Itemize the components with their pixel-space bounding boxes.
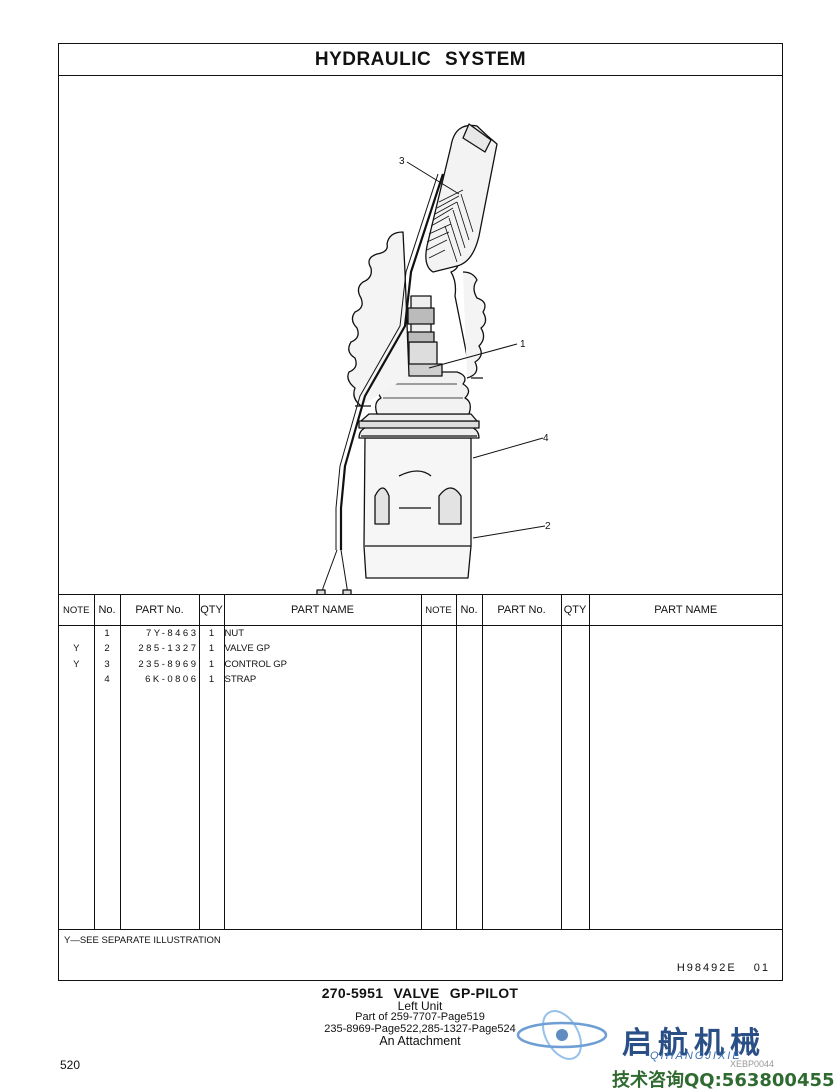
column-part-no-right: [482, 625, 562, 930]
column-qty-right: [561, 625, 590, 930]
parts-table: NOTE No. PART No. QTY PART NAME NOTE No.…: [59, 594, 782, 930]
table-row-note: Y: [73, 643, 80, 655]
caption-page-refs: 235-8969-Page522,285-1327-Page524: [324, 1023, 516, 1035]
table-row-no: 3: [104, 658, 110, 670]
table-row-name: NUT: [224, 628, 245, 639]
callout-1: 1: [520, 339, 526, 350]
table-row-qty: 1: [208, 673, 215, 685]
callout-3: 3: [399, 156, 405, 167]
callout-4: 4: [543, 433, 549, 444]
column-note-right: [421, 625, 457, 930]
column-note: Y Y: [59, 625, 95, 930]
table-row-no: 4: [104, 673, 110, 685]
table-row-part-no: 235-8969: [138, 658, 199, 670]
valve-illustration: 3 1 4 2: [316, 123, 551, 594]
table-row-note: Y: [73, 658, 80, 670]
header-qty-right: QTY: [561, 594, 590, 626]
header-partname-right: PART NAME: [589, 594, 782, 626]
table-row-name: CONTROL GP: [224, 658, 287, 670]
header-partname-left: PART NAME: [224, 594, 422, 626]
table-row-qty: 1: [208, 658, 215, 670]
watermark-code: XEBP0044: [730, 1059, 775, 1069]
header-partno-right: PART No.: [482, 594, 562, 626]
table-row-qty: 1: [208, 628, 215, 639]
table-row-no: 2: [104, 643, 110, 655]
table-row-part-no: 6K-0806: [145, 673, 199, 685]
watermark-pinyin: QIHANGJIXIE: [650, 1050, 742, 1062]
column-part-name: NUT VALVE GP CONTROL GP STRAP: [224, 625, 422, 930]
table-row-part-no: 7Y-8463: [145, 628, 199, 639]
column-qty: 1 1 1 1: [199, 625, 225, 930]
watermark-contact: 技术咨询QQ:563800455: [612, 1070, 835, 1091]
table-row-qty: 1: [208, 643, 215, 655]
caption-attachment: An Attachment: [379, 1034, 461, 1048]
watermark-logo-icon: [516, 1010, 608, 1060]
header-no-left: No.: [94, 594, 121, 626]
callout-2: 2: [545, 521, 551, 532]
document-reference: H98492E 01: [676, 962, 770, 974]
caption-part-of: Part of 259-7707-Page519: [355, 1011, 485, 1023]
table-row-note: [59, 672, 94, 687]
exploded-illustration: 3 1 4 2: [59, 76, 782, 594]
column-part-no: 7Y-8463 285-1327 235-8969 6K-0806: [120, 625, 200, 930]
table-row-name: VALVE GP: [224, 643, 271, 655]
watermark-brand: 启航机械: [622, 1026, 766, 1061]
parts-page-frame: HYDRAULIC SYSTEM: [58, 43, 783, 981]
caption-title: 270-5951 VALVE GP-PILOT: [321, 985, 519, 1001]
header-note-left: NOTE: [59, 594, 95, 626]
page-number: 520: [60, 1058, 81, 1072]
header-note-right: NOTE: [421, 594, 457, 626]
table-row-name: STRAP: [224, 673, 257, 685]
column-no-right: [456, 625, 483, 930]
table-header-row: NOTE No. PART No. QTY PART NAME NOTE No.…: [59, 594, 782, 626]
column-part-name-right: [589, 626, 782, 931]
table-row-part-no: 285-1327: [138, 643, 199, 655]
table-row-note: [59, 626, 94, 641]
header-partno-left: PART No.: [120, 594, 200, 626]
header-no-right: No.: [456, 594, 483, 626]
footnote-divider: [59, 929, 782, 931]
caption-subtitle: Left Unit: [397, 999, 443, 1013]
page-title: HYDRAULIC SYSTEM: [59, 44, 782, 76]
column-no: 1 2 3 4: [94, 625, 121, 930]
table-row-no: 1: [104, 628, 110, 639]
header-qty-left: QTY: [199, 594, 225, 626]
footnote: Y—SEE SEPARATE ILLUSTRATION: [64, 935, 221, 946]
